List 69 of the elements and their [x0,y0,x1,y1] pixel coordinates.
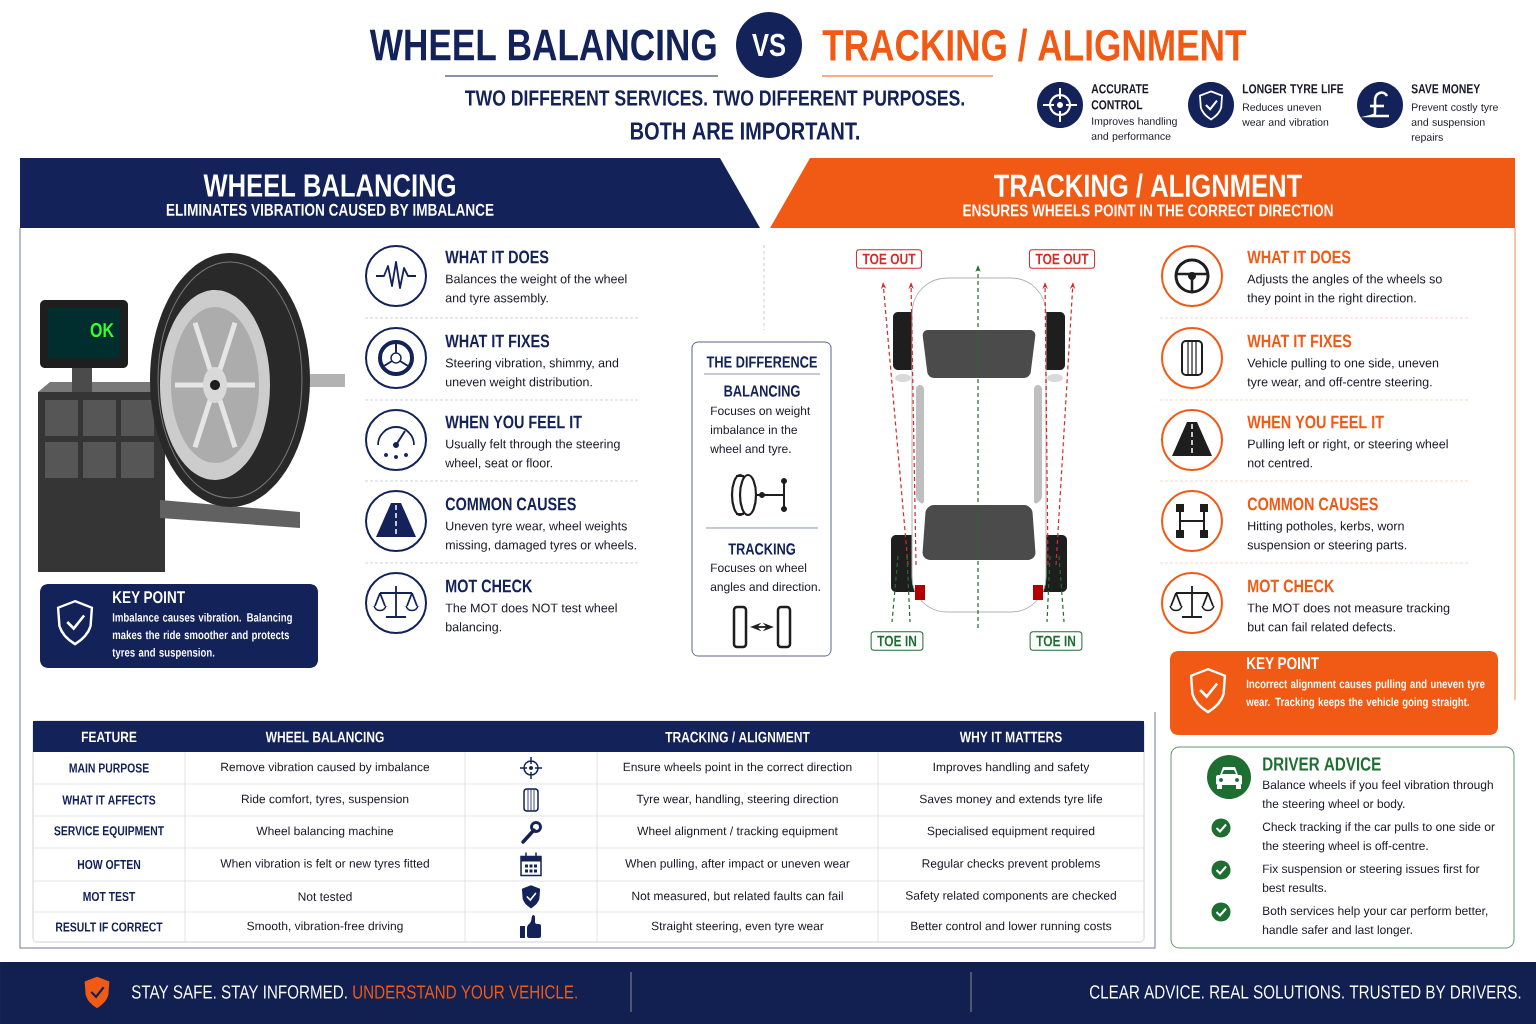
feature-heading: WHEN YOU FEEL IT [445,415,582,429]
feature-heading: WHEN YOU FEEL IT [1247,415,1384,429]
driver-advice-box: DRIVER ADVICE Balance wheels if you feel vibration through the steering wheel or body. Check tracking if the car pulls to one side or the steering wheel is off-centre. Fix suspension or steering issues first for best results. Both services help your car perform better, handle safer and last longer. [1170,746,1515,949]
subtitle: BOTH ARE IMPORTANT. [631,122,859,140]
key-point-box: KEY POINT Incorrect alignment causes pulling and uneven tyre wear. Tracking keeps the vehicle going straight. [1170,651,1498,735]
table-text: Regular checks prevent problems [922,858,1100,871]
title: WHEEL BALANCING [369,29,716,61]
feature-heading: WHAT IT DOES [1247,250,1351,264]
header-banner: WHEEL BALANCING ELIMINATES VIBRATION CAUSED BY IMBALANCE [20,158,760,228]
row-label: HOW OFTEN [77,859,141,870]
feature-text: The MOT does NOT test wheel balancing. [445,603,617,634]
vs-badge: VS [736,12,802,78]
table-text: Smooth, vibration-free driving [247,921,403,933]
table-text: Ride comfort, tyres, suspension [241,794,409,806]
feature-text: Steering vibration, shimmy, and uneven weight distribution. [445,358,619,389]
feature-heading: COMMON CAUSES [1247,497,1378,511]
feature-text: Uneven tyre wear, wheel weights missing, damaged tyres or wheels. [446,521,636,552]
difference-box: THE DIFFERENCE BALANCING Focuses on weight imbalance in the wheel and tyre. TRACKING Focuses on wheel angles and direction. [691,341,832,657]
table-text: Saves money and extends tyre life [919,794,1103,806]
table-text: Straight steering, even tyre wear [651,921,824,933]
feature-heading: WHAT IT FIXES [445,334,550,348]
feature-text: Balances the weight of the wheel and tyre assembly. [445,274,627,305]
table-text: When pulling, after impact or uneven wear [625,858,850,871]
toe-label: TOE IN [1029,631,1083,651]
table-text: Not tested [298,892,352,901]
toe-label: TOE IN [870,631,924,651]
feature-heading: WHAT IT DOES [445,250,549,264]
feature-heading: COMMON CAUSES [445,497,576,511]
title: TRACKING / ALIGNMENT [822,28,1247,62]
benefit-heading: LONGER TYRE LIFE [1242,84,1344,94]
row-label: RESULT IF CORRECT [56,922,163,932]
table-text: Wheel balancing machine [256,826,394,838]
feature-text: Hitting potholes, kerbs, worn suspension or steering parts. [1247,521,1407,552]
table-text: Wheel alignment / tracking equipment [637,826,838,838]
table-text: Improves handling and safety [933,762,1090,774]
table-text: Ensure wheels point in the correct direction [623,762,852,774]
key-point-box: KEY POINT Imbalance causes vibration. Balancing makes the ride smoother and protects tyres and suspension. [40,584,318,668]
toe-label: TOE OUT [855,249,923,269]
feature-text: Adjusts the angles of the wheels so they point in the right direction. [1247,274,1442,305]
table-text: Specialised equipment required [927,826,1095,838]
display-text: OK [90,322,114,338]
table-text: Not measured, but related faults can fail [632,891,843,902]
feature-text: Pulling left or right, or steering wheel not centred. [1248,439,1448,468]
row-label: WHAT IT AFFECTS [62,795,156,805]
benefit-text: Improves handling and performance [1091,117,1177,142]
table-text: Remove vibration caused by imbalance [221,762,430,774]
table-text: Safety related components are checked [905,890,1116,903]
benefit-text: Reduces uneven wear and vibration [1242,103,1329,126]
header-cell: FEATURE [33,721,185,752]
table-text: Tyre wear, handling, steering direction [636,794,838,806]
header-cell: WHY IT MATTERS [878,721,1144,752]
row-label: SERVICE EQUIPMENT [54,826,164,838]
feature-heading: WHAT IT FIXES [1247,334,1352,348]
subtitle: TWO DIFFERENT SERVICES. TWO DIFFERENT PURPOSES. [465,90,964,106]
benefit-text: Prevent costly tyre and suspension repairs [1411,103,1498,143]
feature-heading: MOT CHECK [446,579,533,593]
toe-label: TOE OUT [1028,249,1096,269]
feature-heading: MOT CHECK [1248,579,1335,593]
feature-text: The MOT does not measure tracking but can fail related defects. [1247,603,1450,632]
footer-band: STAY SAFE. STAY INFORMED. UNDERSTAND YOUR VEHICLE. CLEAR ADVICE. REAL SOLUTIONS. TRUSTED BY DRIVERS. [0,962,1536,1024]
header-banner: TRACKING / ALIGNMENT ENSURES WHEELS POINT IN THE CORRECT DIRECTION [770,158,1515,228]
row-label: MAIN PURPOSE [69,763,149,773]
row-label: MOT TEST [83,891,136,902]
table-text: Better control and lower running costs [911,921,1112,933]
benefit-heading: SAVE MONEY [1411,84,1481,94]
feature-text: Usually felt through the steering wheel, seat or floor. [445,439,620,469]
benefit-heading: ACCURATE CONTROL [1091,84,1149,110]
feature-text: Vehicle pulling to one side, uneven tyre wear, and off-centre steering. [1247,358,1439,389]
table-text: When vibration is felt or new tyres fitted [220,858,429,871]
